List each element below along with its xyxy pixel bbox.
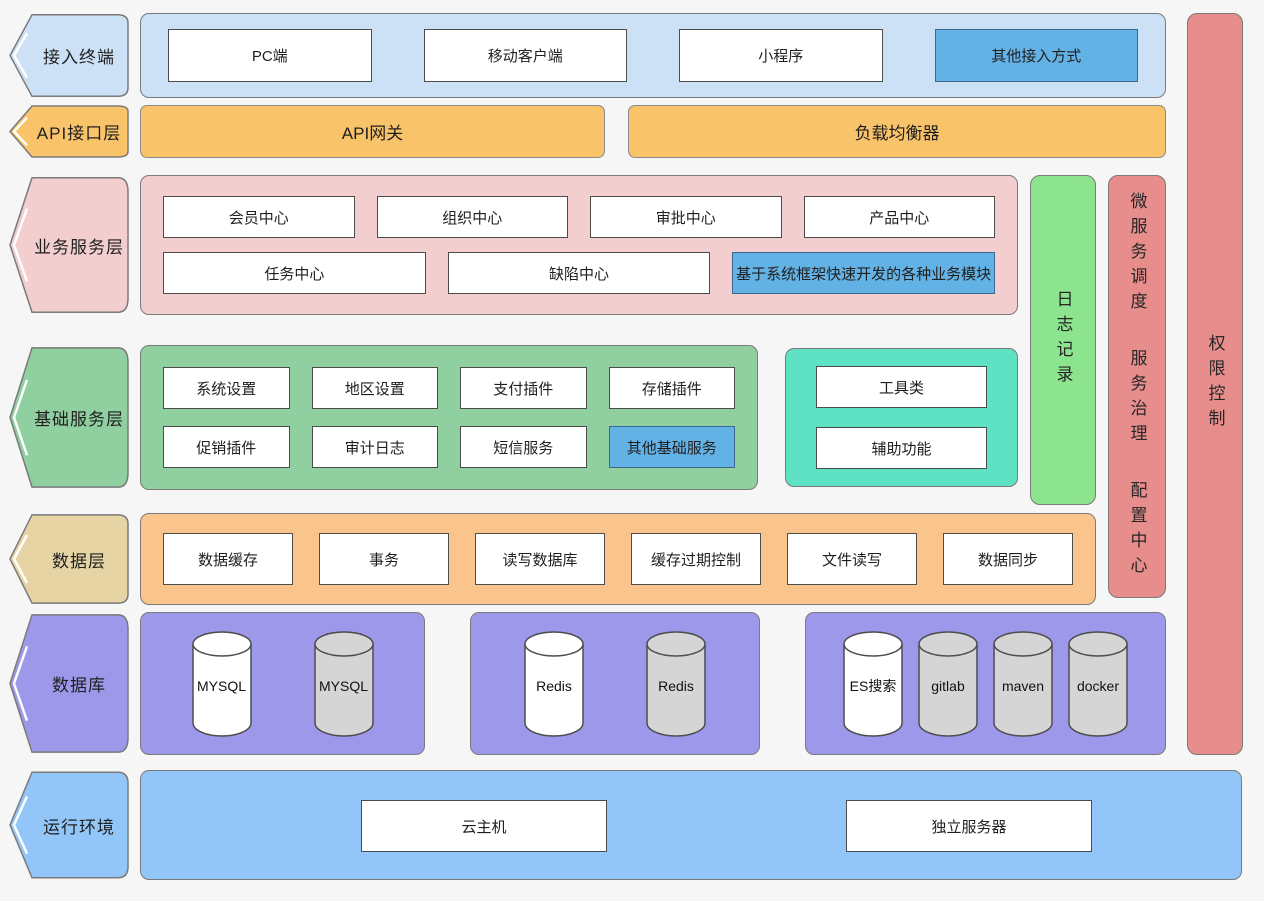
- cylinder-label: Redis: [536, 677, 572, 694]
- layer-label-text: 运行环境: [43, 817, 115, 837]
- business-layer-container: 会员中心 组织中心 审批中心 产品中心 任务中心 缺陷中心 基于系统框架快速开发…: [140, 175, 1018, 315]
- api-gateway-box: API网关: [140, 105, 605, 158]
- governance-bar: 微服务调度 服务治理 配置中心: [1108, 175, 1166, 598]
- microservice-scheduling-label: 微服务调度: [1127, 192, 1147, 317]
- basic-item-auditlog: 审计日志: [311, 426, 438, 468]
- pentagon-arrow-icon: [8, 175, 130, 315]
- basic-item-other: 其他基础服务: [608, 426, 735, 468]
- aux-panel-container: 工具类 辅助功能: [785, 348, 1018, 487]
- business-item-task: 任务中心: [163, 252, 426, 294]
- basic-layer-container: 系统设置 地区设置 支付插件 存储插件 促销插件 审计日志 短信服务 其他基础服…: [140, 345, 758, 490]
- basic-item-storage: 存储插件: [608, 367, 735, 409]
- pentagon-arrow-icon: [8, 345, 130, 490]
- data-item-cache-expiry: 缓存过期控制: [631, 533, 761, 585]
- business-item-defect: 缺陷中心: [447, 252, 711, 294]
- layer-label-access: 接入终端: [8, 13, 130, 98]
- load-balancer-box: 负载均衡器: [628, 105, 1166, 158]
- basic-item-promotion: 促销插件: [163, 426, 290, 468]
- cylinder-label: MYSQL: [318, 677, 368, 694]
- business-item-framework-modules: 基于系统框架快速开发的各种业务模块: [732, 252, 996, 294]
- runtime-item-cloud-host: 云主机: [361, 800, 607, 852]
- database-cylinder-icon: [843, 630, 903, 737]
- cylinder-label: gitlab: [931, 677, 965, 694]
- access-item-other: 其他接入方式: [934, 29, 1138, 82]
- cylinder-label: MYSQL: [196, 677, 246, 694]
- pentagon-arrow-icon: [8, 13, 130, 98]
- permission-control-label: 权限控制: [1205, 334, 1225, 434]
- business-item-org: 组织中心: [376, 196, 568, 238]
- data-item-cache: 数据缓存: [163, 533, 293, 585]
- cylinder-label: docker: [1076, 677, 1120, 694]
- data-item-readwrite-db: 读写数据库: [475, 533, 605, 585]
- cylinder-docker: docker: [1067, 630, 1129, 737]
- access-layer-container: PC端 移动客户端 小程序 其他接入方式: [140, 13, 1166, 98]
- business-item-product: 产品中心: [803, 196, 995, 238]
- log-record-bar: 日志记录: [1030, 175, 1096, 505]
- access-item-miniprogram: 小程序: [679, 29, 883, 82]
- runtime-item-dedicated-server: 独立服务器: [846, 800, 1092, 852]
- basic-item-sms: 短信服务: [460, 426, 587, 468]
- business-item-member: 会员中心: [163, 196, 355, 238]
- access-item-pc: PC端: [168, 29, 372, 82]
- database-cylinder-icon: [918, 630, 978, 737]
- layer-label-basic: 基础服务层: [8, 345, 130, 490]
- cylinder-redis-1: Redis: [523, 630, 585, 737]
- pentagon-arrow-icon: [8, 770, 130, 880]
- database-group-tools: ES搜索 gitlab maven docker: [805, 612, 1166, 755]
- cylinder-label: ES搜索: [849, 677, 897, 694]
- permission-control-bar: 权限控制: [1187, 13, 1243, 755]
- pentagon-arrow-icon: [8, 513, 130, 605]
- layer-label-text: API接口层: [36, 124, 122, 143]
- cylinder-label: maven: [1001, 677, 1045, 694]
- basic-item-region: 地区设置: [311, 367, 438, 409]
- database-cylinder-icon: [313, 630, 374, 737]
- database-cylinder-icon: [993, 630, 1053, 737]
- config-center-label: 配置中心: [1127, 481, 1147, 581]
- layer-label-business: 业务服务层: [8, 175, 130, 315]
- cylinder-es: ES搜索: [842, 630, 904, 737]
- layer-label-database: 数据库: [8, 612, 130, 755]
- cylinder-redis-2: Redis: [645, 630, 707, 737]
- data-item-file-io: 文件读写: [787, 533, 917, 585]
- business-row-1: 会员中心 组织中心 审批中心 产品中心: [163, 196, 995, 238]
- layer-label-text: 数据库: [52, 676, 106, 695]
- database-cylinder-icon: [1068, 630, 1128, 737]
- layer-label-data: 数据层: [8, 513, 130, 605]
- database-cylinder-icon: [646, 630, 706, 737]
- aux-item-tools: 工具类: [816, 366, 987, 408]
- cylinder-gitlab: gitlab: [917, 630, 979, 737]
- pentagon-arrow-icon: [8, 105, 130, 158]
- business-item-approval: 审批中心: [590, 196, 782, 238]
- aux-item-helper: 辅助功能: [816, 427, 987, 469]
- database-group-redis: Redis Redis: [470, 612, 760, 755]
- service-governance-label: 服务治理: [1127, 349, 1147, 449]
- layer-label-text: 数据层: [52, 551, 106, 571]
- layer-label-text: 业务服务层: [34, 237, 124, 257]
- database-cylinder-icon: [524, 630, 584, 737]
- cylinder-label: Redis: [658, 677, 694, 694]
- layer-label-runtime: 运行环境: [8, 770, 130, 880]
- basic-item-payment: 支付插件: [460, 367, 587, 409]
- cylinder-maven: maven: [992, 630, 1054, 737]
- database-group-mysql: MYSQL MYSQL: [140, 612, 425, 755]
- data-item-transaction: 事务: [319, 533, 449, 585]
- cylinder-mysql-1: MYSQL: [191, 630, 253, 737]
- business-row-2: 任务中心 缺陷中心 基于系统框架快速开发的各种业务模块: [163, 252, 996, 294]
- pentagon-arrow-icon: [8, 612, 130, 755]
- log-record-label: 日志记录: [1053, 290, 1073, 390]
- data-layer-container: 数据缓存 事务 读写数据库 缓存过期控制 文件读写 数据同步: [140, 513, 1096, 605]
- runtime-layer-container: 云主机 独立服务器: [140, 770, 1242, 880]
- layer-label-api: API接口层: [8, 105, 130, 158]
- basic-item-system: 系统设置: [163, 367, 290, 409]
- layer-label-text: 接入终端: [43, 48, 115, 67]
- layer-label-text: 基础服务层: [34, 410, 124, 429]
- database-cylinder-icon: [191, 630, 252, 737]
- cylinder-mysql-2: MYSQL: [313, 630, 375, 737]
- basic-row-1: 系统设置 地区设置 支付插件 存储插件: [163, 367, 735, 409]
- data-item-sync: 数据同步: [943, 533, 1073, 585]
- basic-row-2: 促销插件 审计日志 短信服务 其他基础服务: [163, 426, 735, 468]
- access-item-mobile: 移动客户端: [423, 29, 627, 82]
